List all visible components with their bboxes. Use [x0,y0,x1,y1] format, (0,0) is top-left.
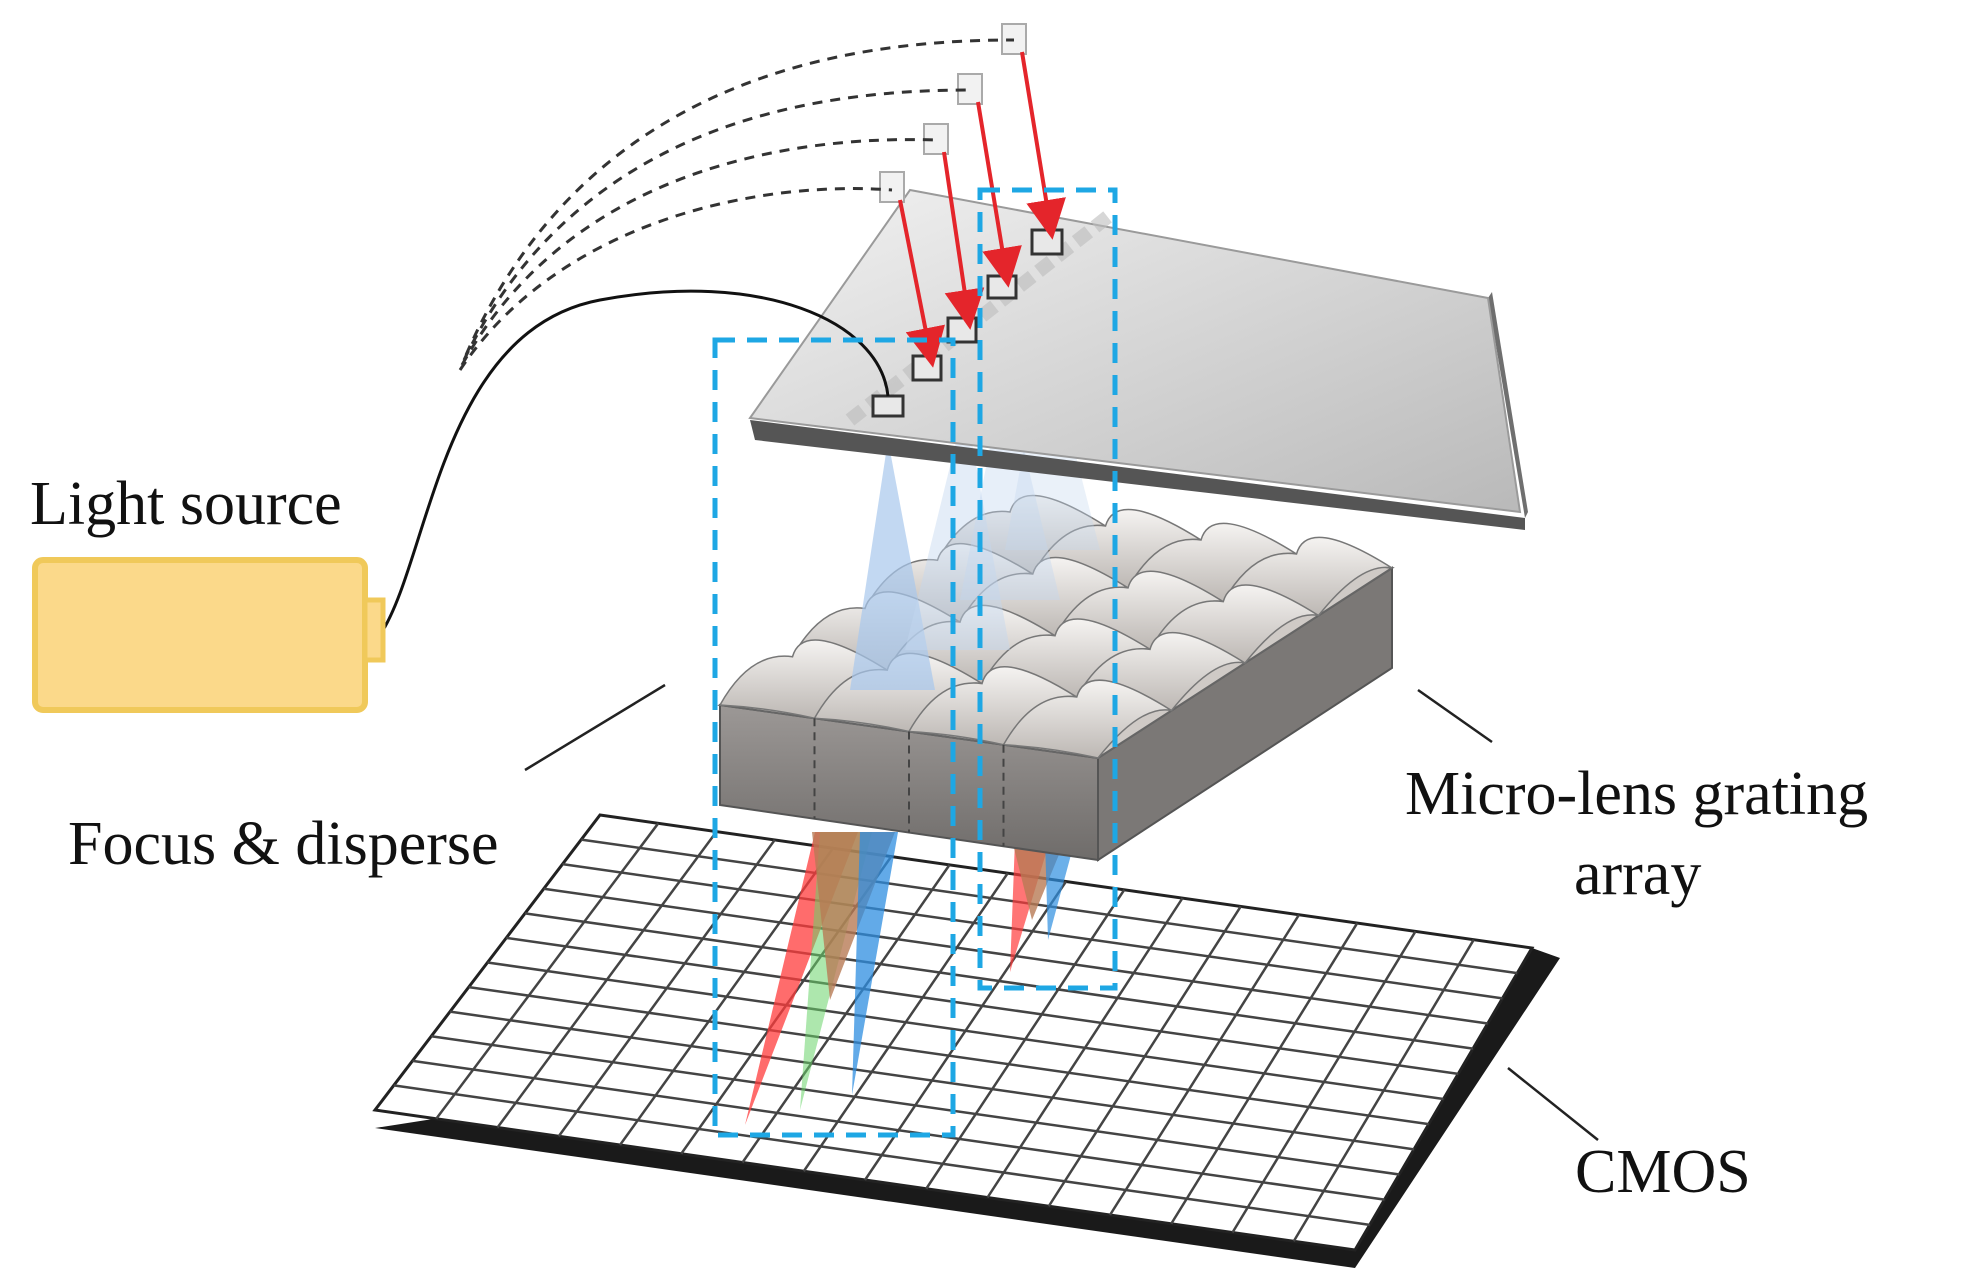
fiber-dashed-2 [460,138,937,366]
fiber-dashed-1 [458,187,893,371]
cmos-grid-line [431,1035,1400,1176]
cmos-grid-line [393,1084,1370,1227]
highlight-box-left [712,337,956,1138]
cmos-grid-line [468,985,1429,1126]
fiber-plate-side [1488,292,1528,518]
fiber-dashed-4 [464,38,1015,356]
leader-focus [524,683,666,772]
highlight-boxes [712,187,1118,1138]
dispersion-cones [745,832,1075,1125]
cmos-label: CMOS [1575,1138,1751,1206]
fiber-active [378,289,890,636]
micro-lens-array [717,494,1395,862]
scan-arrows [898,51,1066,368]
cmos-pixel-grid [393,822,1518,1242]
leader-micro-lens [1417,688,1493,744]
cmos-grid-line [449,1010,1415,1151]
light-cone-1 [850,440,935,690]
fiber-plate [748,188,1528,530]
leader-cmos [1507,1067,1599,1141]
optical-fibers [378,38,1015,636]
leader-lines [524,683,1599,1141]
light-source-label: Light source [30,470,342,538]
connector-1 [871,394,905,418]
cmos-grid-line [543,887,1488,1025]
dispersion-blue [852,832,898,1095]
cmos-grid-line [487,961,1444,1101]
dispersion-blue-2 [1045,840,1075,940]
floating-connector-4 [1001,23,1027,55]
cmos-sensor [372,813,1560,1268]
connector-4 [986,274,1018,300]
floating-connector-1 [879,171,905,203]
micro-lens-label-line2: array [1574,840,1702,908]
floating-connectors [879,23,1027,203]
lens-dome [1002,679,1172,759]
scan-arrow-1 [898,199,945,368]
scan-arrow-2 [942,151,985,330]
cmos-grid-line [562,862,1503,1000]
scan-arrow-4 [1020,51,1066,240]
highlight-box-right [977,187,1118,991]
lens-domes [717,494,1395,847]
cmos-grid-line [412,1059,1385,1201]
fiber-row-guide [845,209,1115,426]
light-source [32,557,386,713]
scan-arrow-3 [976,101,1022,288]
light-source-terminal [362,597,386,663]
cmos-grid-line [506,936,1459,1076]
focus-disperse-label: Focus & disperse [68,810,499,878]
fiber-plate-edge [750,420,1525,530]
fiber-plate-surface [748,188,1522,514]
light-source-body [32,557,368,713]
light-cone-2 [905,405,1010,650]
connector-2 [911,354,943,382]
micro-lens-label-line1: Micro-lens grating [1405,760,1869,828]
light-cone-3 [960,370,1060,600]
cmos-grid-line [524,912,1474,1050]
connector-5 [1030,228,1064,256]
